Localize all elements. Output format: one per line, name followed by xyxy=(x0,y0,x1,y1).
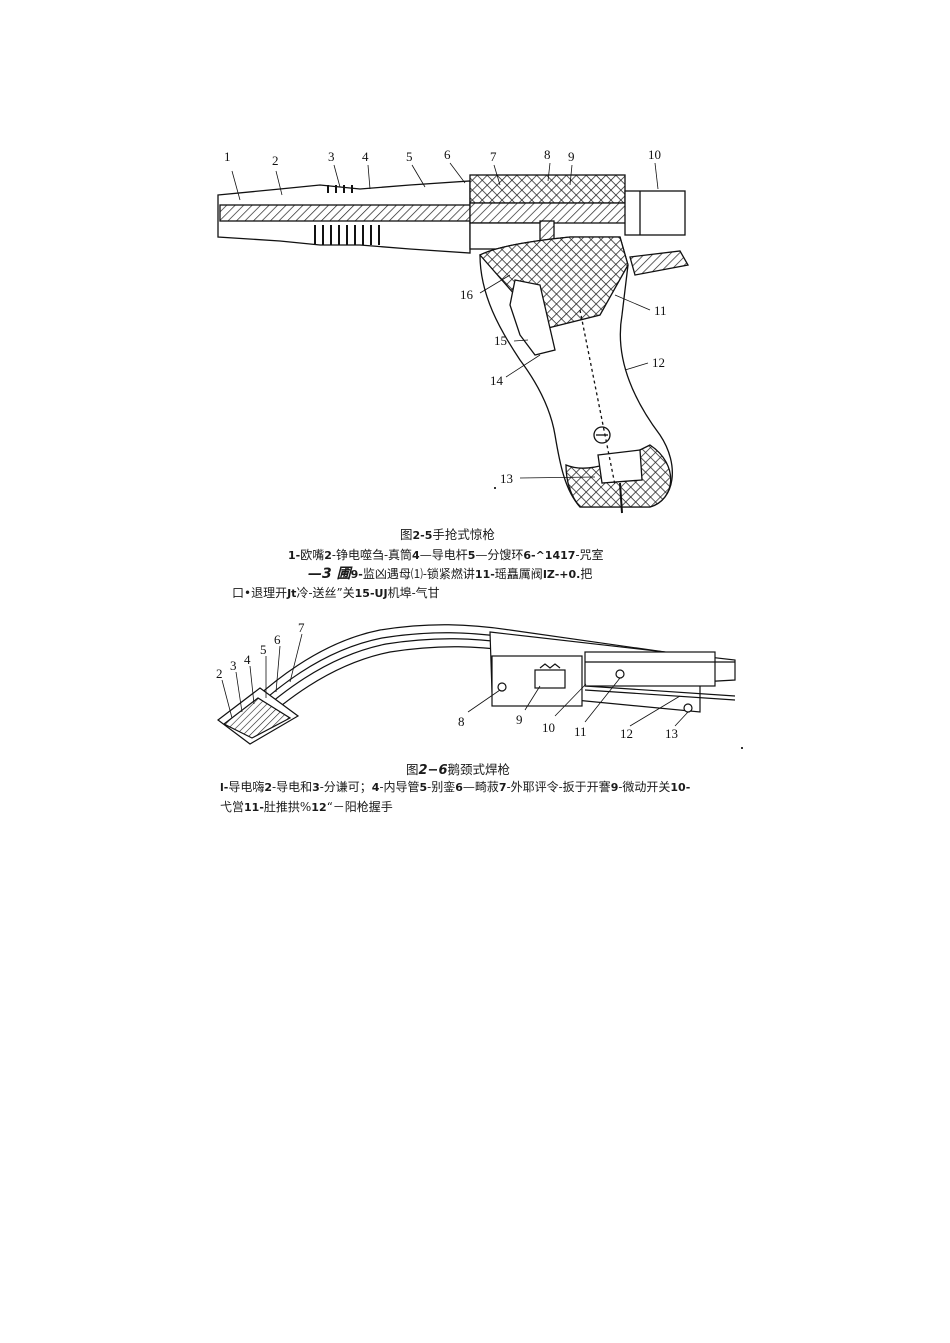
callout-2: 2 xyxy=(216,666,223,681)
legend-segment: —3 圃 xyxy=(308,566,351,582)
stray-mark xyxy=(741,747,743,749)
figure-2-6-legend-line-1: l-导电嗨2-导电和3-分谦可；4-内导管5-别銮6—畸菽7-外耶评令-扳于开謇… xyxy=(220,778,690,797)
callout-7: 7 xyxy=(298,620,305,635)
legend-segment: 口•退理开 xyxy=(232,586,288,600)
figure-2-5-title: 图2-5手抢式惊枪 xyxy=(400,527,495,542)
legend-segment: —畸菽 xyxy=(462,780,499,794)
legend-segment: -分谦可； xyxy=(319,780,372,794)
legend-segment: 2 xyxy=(324,549,332,562)
figure-2-6-title: 图2−6鹅颈式焊枪 xyxy=(406,762,511,778)
figure-2-6-drawing: 2 3 4 5 6 7 8 9 10 11 12 13 xyxy=(210,612,755,757)
callout-3: 3 xyxy=(328,149,335,164)
legend-segment: -内导管 xyxy=(379,780,420,794)
legend-segment: 10- xyxy=(670,781,691,794)
legend-segment: -咒室 xyxy=(575,548,604,562)
callout-10: 10 xyxy=(648,147,661,162)
callout-12: 12 xyxy=(620,726,633,741)
legend-segment: 肚推拱% xyxy=(263,800,312,814)
legend-segment: 5 xyxy=(467,549,476,562)
legend-segment: 弋営 xyxy=(220,800,245,814)
legend-segment: 6 xyxy=(455,781,463,794)
callout-10: 10 xyxy=(542,720,555,735)
callout-13: 13 xyxy=(665,726,678,741)
callout-3: 3 xyxy=(230,658,237,673)
stray-mark xyxy=(494,487,496,489)
callout-2: 2 xyxy=(272,153,279,168)
legend-segment: “－阳枪握手 xyxy=(326,800,393,814)
callout-11: 11 xyxy=(574,724,587,739)
figure-2-5-legend-line-1: 1-欧嘴2-铮电噬刍-真筒4—导电杆5—分馊环6-^1417-咒室 xyxy=(288,546,604,565)
legend-segment: -微动开关 xyxy=(618,780,671,794)
figure-2-5-drawing: 1 2 3 4 5 6 7 8 9 10 11 12 13 14 15 16 xyxy=(210,145,700,520)
legend-segment: 4 xyxy=(412,549,420,562)
callout-15: 15 xyxy=(494,333,507,348)
legend-segment: —导电杆 xyxy=(419,548,468,562)
legend-segment: 15-UJ xyxy=(354,587,388,600)
legend-segment: -铮电噬刍-真筒 xyxy=(331,548,413,562)
callout-5: 5 xyxy=(406,149,413,164)
legend-segment: 瑶矗厲阀 xyxy=(494,567,543,581)
figure-2-5-legend-line-3: 口•退理开Jt冷-送丝”关15-UJ机埠-气甘 xyxy=(232,584,440,603)
callout-5: 5 xyxy=(260,642,267,657)
legend-segment: 机埠-气甘 xyxy=(387,586,440,600)
legend-segment: 12 xyxy=(311,801,327,814)
legend-segment: 把 xyxy=(580,567,593,581)
legend-segment: 3 xyxy=(312,781,320,794)
legend-segment: 4 xyxy=(371,781,380,794)
legend-segment: 6-^1417 xyxy=(523,549,576,562)
callout-6: 6 xyxy=(444,147,451,162)
legend-segment: 11- xyxy=(474,568,495,581)
figure-2-6-legend-line-2: 弋営11-肚推拱%12“－阳枪握手 xyxy=(220,798,393,817)
legend-segment: 7 xyxy=(498,781,507,794)
legend-segment: l- xyxy=(220,781,229,794)
legend-segment: 欧嘴 xyxy=(300,548,325,562)
callout-6: 6 xyxy=(274,632,281,647)
figure-2-5-legend-line-2: —3 圃9-监凶遇母⑴-锁紧燃讲11-瑶矗厲阀IZ-+0.把 xyxy=(308,565,592,584)
callout-8: 8 xyxy=(544,147,551,162)
legend-segment: -外耶评令-扳于开謇 xyxy=(506,780,611,794)
legend-segment: -导电和 xyxy=(272,780,313,794)
callout-13: 13 xyxy=(500,471,513,486)
legend-segment: 导电嗨 xyxy=(228,780,265,794)
legend-segment: 9 xyxy=(610,781,619,794)
legend-segment: 1- xyxy=(288,549,301,562)
callout-7: 7 xyxy=(490,149,497,164)
legend-segment: 监凶遇母⑴-锁紧燃讲 xyxy=(362,567,475,581)
callout-14: 14 xyxy=(490,373,504,388)
legend-segment: 11- xyxy=(244,801,264,814)
callout-12: 12 xyxy=(652,355,665,370)
legend-segment: Jt xyxy=(287,587,297,600)
legend-segment: 冷-送丝”关 xyxy=(296,586,355,600)
callout-4: 4 xyxy=(362,149,369,164)
legend-segment: 2 xyxy=(264,781,273,794)
callout-1: 1 xyxy=(224,149,231,164)
legend-segment: -别銮 xyxy=(427,780,456,794)
callout-16: 16 xyxy=(460,287,474,302)
legend-segment: —分馊环 xyxy=(475,548,524,562)
legend-segment: IZ-+0. xyxy=(542,568,581,581)
callout-9: 9 xyxy=(568,149,575,164)
callout-4: 4 xyxy=(244,652,251,667)
legend-segment: 5 xyxy=(419,781,428,794)
callout-9: 9 xyxy=(516,712,523,727)
callout-8: 8 xyxy=(458,714,465,729)
legend-segment: 9- xyxy=(350,568,363,581)
callout-11: 11 xyxy=(654,303,667,318)
